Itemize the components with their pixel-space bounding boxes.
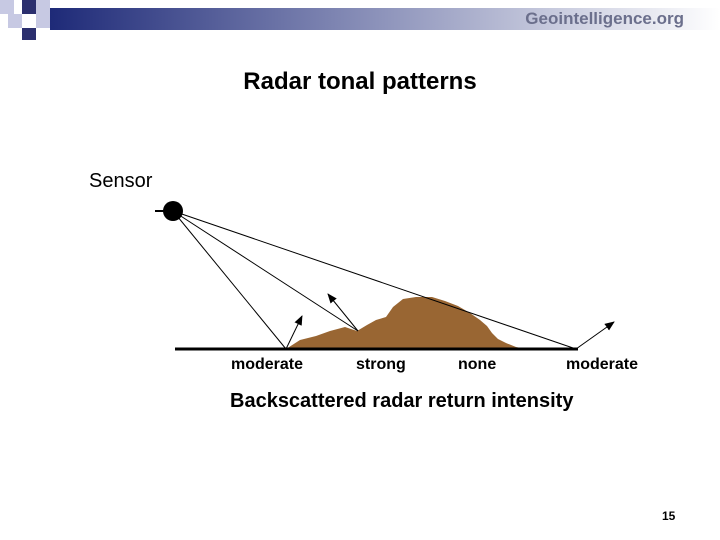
sensor-label: Sensor [89,170,153,192]
page-number: 15 [662,509,676,523]
brand-logo-text: Geointelligence.org [525,9,684,28]
diagram-caption: Backscattered radar return intensity [230,390,574,412]
sensor-dot [163,201,183,221]
header-gradient-bar [50,8,720,30]
backscatter-arrow-2 [327,293,359,332]
header-band [0,0,720,40]
header-square [36,0,50,14]
radar-ray-3 [172,210,577,350]
header-square [22,28,36,40]
return-label-4: moderate [566,356,639,373]
header-square [22,0,36,14]
terrain-hill [286,297,526,349]
slide-title: Radar tonal patterns [243,68,477,95]
backscatter-arrow-1 [285,315,303,350]
return-label-1: moderate [231,356,304,373]
radar-ray-1 [172,210,287,350]
backscatter-arrow-3 [575,321,615,350]
radar-ray-2 [172,210,359,332]
header-square [36,14,50,28]
return-label-2: strong [356,356,406,373]
header-square [0,0,14,14]
return-label-3: none [458,356,497,373]
header-square [8,14,22,28]
